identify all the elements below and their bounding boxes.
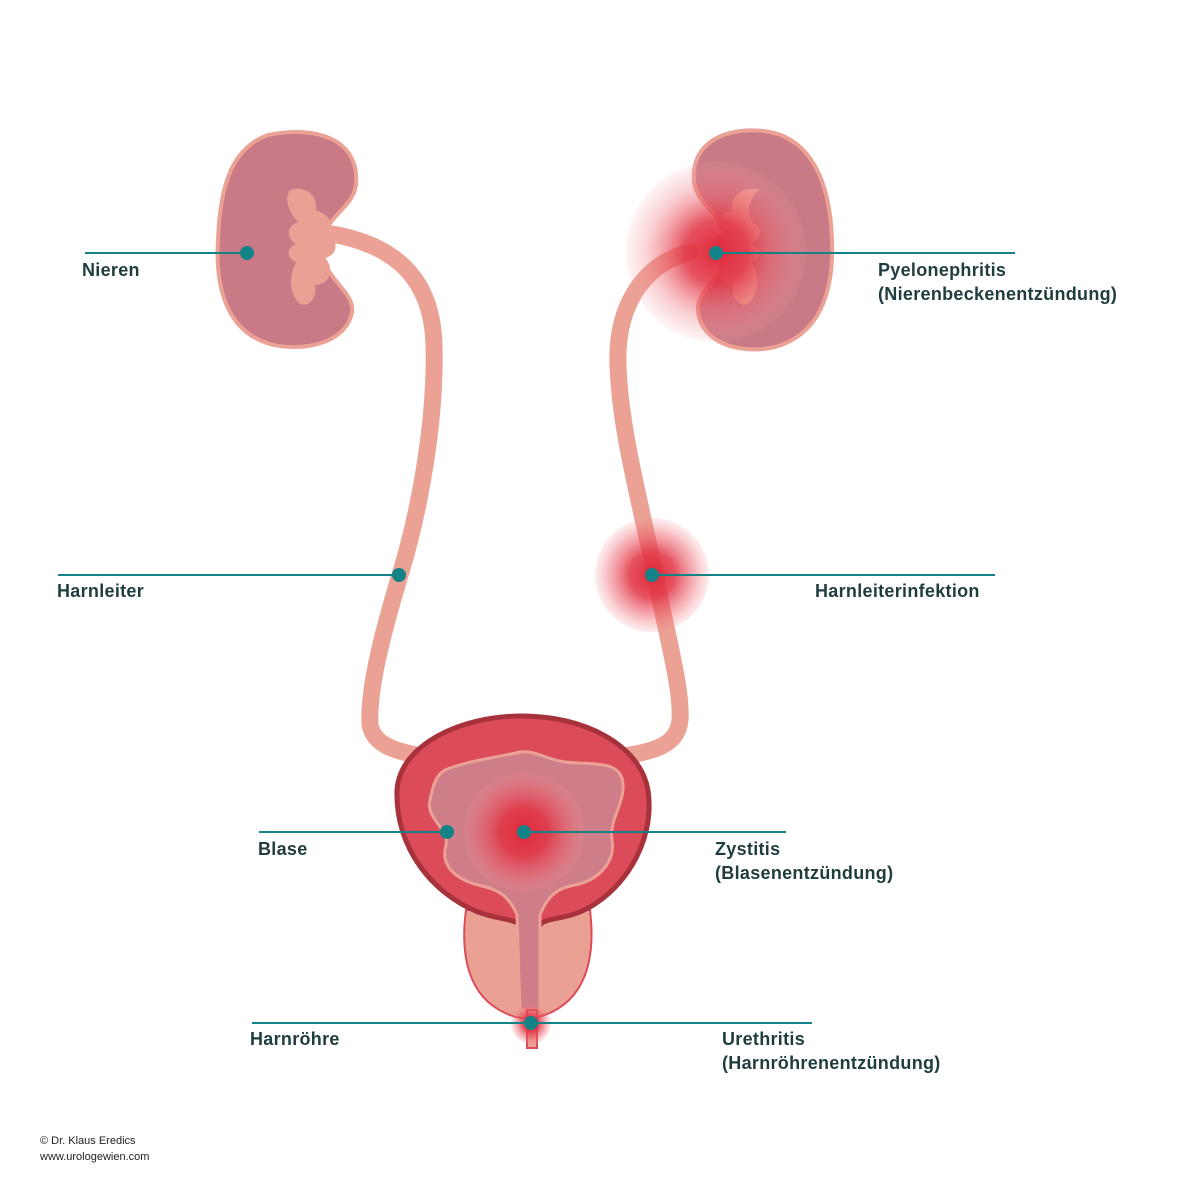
label-ureter: Harnleiter	[57, 581, 144, 601]
label-pyelonephritis: Pyelonephritis	[878, 260, 1006, 280]
left-kidney	[215, 130, 359, 349]
label-urethritis: Urethritis	[722, 1029, 805, 1049]
label-cystitis: Zystitis	[715, 839, 780, 859]
marker-kidney	[240, 246, 254, 260]
marker-bladder	[440, 825, 454, 839]
label-kidney: Nieren	[82, 260, 140, 280]
marker-pyelonephritis	[709, 246, 723, 260]
label-urethritis-sub: (Harnröhrenentzündung)	[722, 1053, 941, 1073]
marker-ureter	[392, 568, 406, 582]
marker-ureter-infection	[645, 568, 659, 582]
marker-cystitis	[517, 825, 531, 839]
label-urethra: Harnröhre	[250, 1029, 340, 1049]
credit-website: www.urologewien.com	[39, 1151, 149, 1163]
left-ureter	[309, 223, 443, 766]
marker-urethra	[524, 1016, 538, 1030]
label-cystitis-sub: (Blasenentzündung)	[715, 863, 893, 883]
label-pyelonephritis-sub: (Nierenbeckenentzündung)	[878, 284, 1117, 304]
label-bladder: Blase	[258, 839, 308, 859]
credit-author: © Dr. Klaus Eredics	[40, 1135, 136, 1147]
label-ureter-infection: Harnleiterinfektion	[815, 581, 980, 601]
